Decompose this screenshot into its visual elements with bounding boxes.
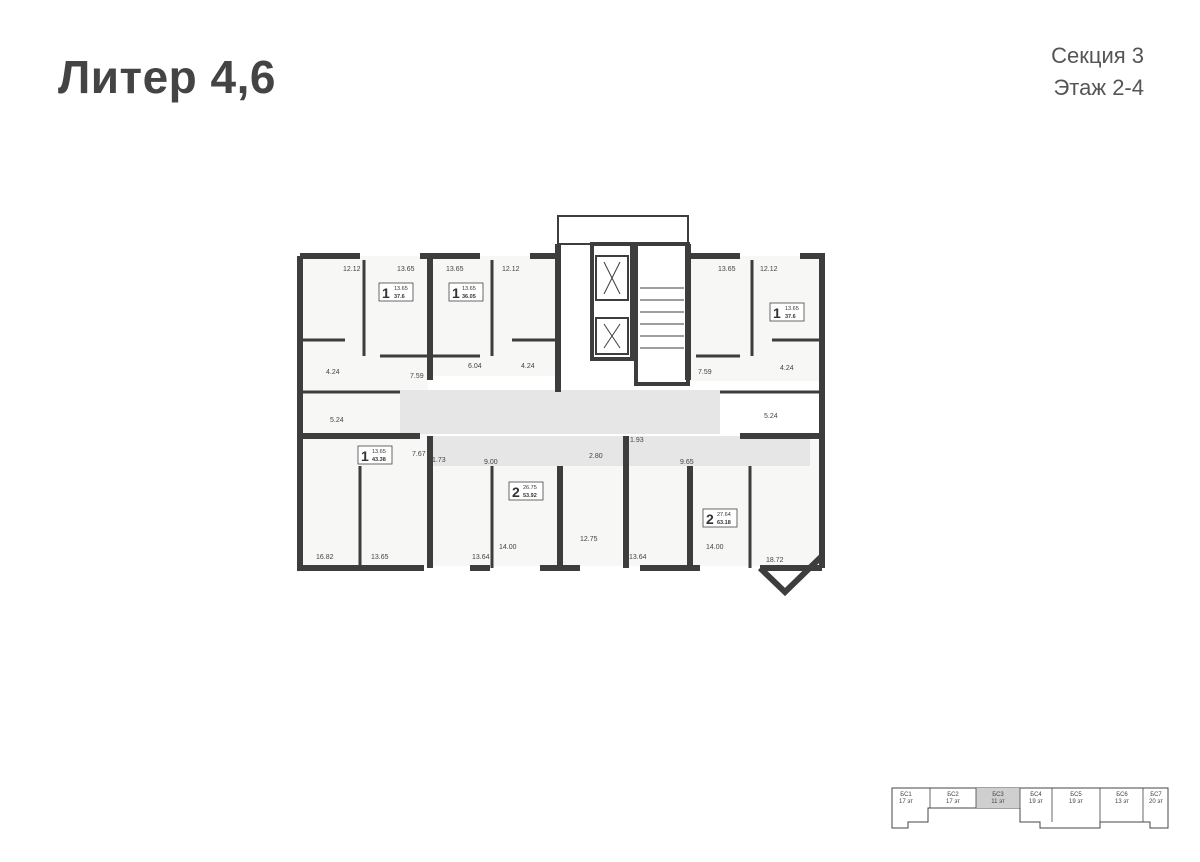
room-area-label: 14.00 [499,544,517,551]
room-area-label: 1.93 [630,437,644,444]
apartment-rooms: 1 [361,448,369,464]
apartment-living-area: 26.75 [523,485,537,491]
svg-text:БС7: БС7 [1150,792,1162,798]
apartment-living-area: 27.64 [717,512,731,518]
apartment-total-area: 37.6 [785,314,796,320]
apartment-total-area: 37.6 [394,294,405,300]
apartment-living-area: 13.65 [372,449,386,455]
room-area-label: 12.75 [580,536,598,543]
svg-text:11 эт: 11 эт [991,799,1005,805]
room-area-label: 9.65 [680,459,694,466]
svg-text:БС6: БС6 [1116,792,1128,798]
room-area-label: 16.82 [316,554,334,561]
svg-text:17 эт: 17 эт [946,799,960,805]
apartment-rooms: 1 [773,305,781,321]
svg-text:13 эт: 13 эт [1115,799,1129,805]
floor-info: Секция 3 Этаж 2-4 [1051,40,1144,104]
room-area-label: 13.64 [629,554,647,561]
apartment-rooms: 1 [382,285,390,301]
apartment-total-area: 63.18 [717,520,731,526]
stair-block [557,215,690,386]
apartment-badges[interactable]: 1 13.65 37.6 1 13.65 36.05 1 13.65 37.6 … [357,282,805,528]
section-dividers [929,788,1144,822]
room-area-label: 7.67 [412,451,426,458]
svg-text:19 эт: 19 эт [1069,799,1083,805]
room-area-label: 12.12 [760,266,778,273]
room-area-label: 6.04 [468,363,482,370]
room-area-label: 18.72 [766,557,784,564]
page-title: Литер 4,6 [58,51,276,103]
room-area-label: 12.12 [502,266,520,273]
apartment-badge[interactable]: 2 26.75 53.92 [508,481,544,501]
section-outline [891,787,1169,829]
section-label: Секция 3 [1051,43,1144,68]
room-area-label: 4.24 [326,369,340,376]
room-area-label: 9.00 [484,459,498,466]
apartment-badge[interactable]: 1 13.65 43.38 [357,445,393,465]
room-area-label: 13.65 [446,266,464,273]
room-area-label: 4.24 [780,365,794,372]
svg-text:БС1: БС1 [900,792,912,798]
apartment-rooms: 2 [512,484,520,500]
apartment-badge[interactable]: 2 27.64 63.18 [702,508,738,528]
apartment-badge[interactable]: 1 13.65 36.05 [448,282,484,302]
floor-label: Этаж 2-4 [1053,75,1144,100]
svg-text:БС4: БС4 [1030,792,1042,798]
corridor [400,390,810,466]
walls [297,244,825,597]
svg-text:17 эт: 17 эт [899,799,913,805]
apartment-living-area: 13.65 [394,286,408,292]
room-area-label: 2.80 [589,453,603,460]
room-area-label: 1.73 [432,457,446,464]
room-area-label: 7.59 [410,373,424,380]
apartment-total-area: 36.05 [462,294,476,300]
current-section-highlight [976,788,1020,808]
svg-text:БС2: БС2 [947,792,959,798]
room-area-label: 4.24 [521,363,535,370]
room-area-label: 13.65 [397,266,415,273]
room-area-label: 13.64 [472,554,490,561]
svg-text:БС5: БС5 [1070,792,1082,798]
room-area-label: 12.12 [343,266,361,273]
apartment-badge[interactable]: 1 13.65 37.6 [378,282,414,302]
inner-walls [300,260,822,568]
svg-text:БС3: БС3 [992,792,1004,798]
room-area-label: 13.65 [371,554,389,561]
apartment-rooms: 2 [706,511,714,527]
svg-text:19 эт: 19 эт [1029,799,1043,805]
room-area-labels: 12.12 13.65 13.65 12.12 13.65 12.12 4.24… [316,266,794,564]
apartment-living-area: 13.65 [462,286,476,292]
room-area-label: 5.24 [764,413,778,420]
apartment-rooms: 1 [452,285,460,301]
room-area-label: 14.00 [706,544,724,551]
room-area-label: 5.24 [330,417,344,424]
apartment-badge[interactable]: 1 13.65 37.6 [769,302,805,322]
room-area-label: 7.59 [698,369,712,376]
svg-text:20 эт: 20 эт [1149,799,1163,805]
apartment-total-area: 53.92 [523,493,537,499]
apartment-total-area: 43.38 [372,457,386,463]
room-area-label: 13.65 [718,266,736,273]
apartment-living-area: 13.65 [785,306,799,312]
